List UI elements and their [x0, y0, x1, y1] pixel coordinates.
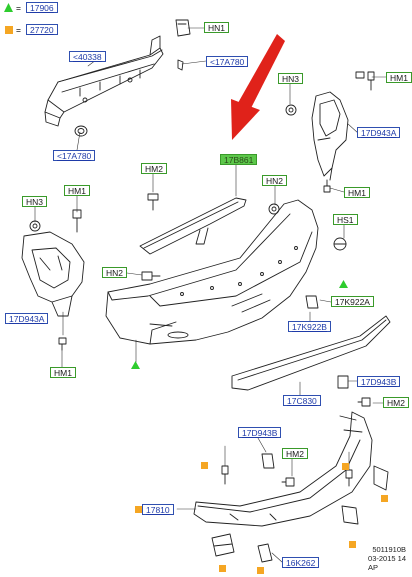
reference-number: 5011910B: [372, 545, 406, 554]
label-17d943a-left[interactable]: 17D943A: [5, 313, 49, 324]
label-hn1-top[interactable]: HN1: [204, 22, 230, 33]
hm2-screw-center: [281, 477, 295, 487]
hm1-screw-left-top: [72, 209, 82, 233]
hm1-screw-left-bottom: [58, 337, 67, 351]
17d943b-clip-center: [261, 453, 275, 469]
grommet: [74, 125, 88, 137]
label-16k262[interactable]: 16K262: [282, 557, 320, 568]
hm2-screw-top: [147, 193, 159, 211]
orange-square-icon: [219, 565, 226, 572]
reference-block: 5011910B 03-2015 14 AP: [368, 545, 406, 572]
green-triangle-icon: [339, 280, 348, 288]
17d943b-clip-right: [337, 375, 349, 389]
green-triangle-icon: [131, 361, 140, 369]
label-hs1[interactable]: HS1: [333, 214, 358, 225]
legend-code-27720[interactable]: 27720: [26, 24, 58, 35]
orange-square-icon: [201, 462, 208, 469]
hs1-clip: [333, 237, 347, 251]
label-17k922a[interactable]: 17K922A: [331, 296, 374, 307]
hn2-nut-left: [141, 271, 161, 281]
label-hn2-left[interactable]: HN2: [102, 267, 128, 278]
hm1-screw-right-top: [367, 71, 375, 91]
legend-code-17906[interactable]: 17906: [26, 2, 58, 13]
orange-square-icon: [257, 567, 264, 574]
label-17k922b[interactable]: 17K922B: [288, 321, 331, 332]
label-hm2-top[interactable]: HM2: [141, 163, 167, 174]
screw-valance-right: [345, 469, 353, 487]
label-17810[interactable]: 17810: [142, 504, 174, 515]
green-triangle-icon: [4, 3, 13, 12]
17k922a-clip: [305, 295, 319, 309]
label-hn3-right[interactable]: HN3: [278, 73, 304, 84]
label-hn3-left[interactable]: HN3: [22, 196, 48, 207]
orange-square-icon: [5, 26, 13, 34]
orange-square-icon: [135, 506, 142, 513]
legend-equals: =: [16, 25, 21, 35]
label-17a780-right[interactable]: <17A780: [206, 56, 249, 67]
label-hm1-left-top[interactable]: HM1: [64, 185, 90, 196]
label-hm1-left-bottom[interactable]: HM1: [50, 367, 76, 378]
reference-suffix: AP: [368, 563, 379, 572]
label-hm1-right-mid[interactable]: HM1: [344, 187, 370, 198]
screw-top-left: [355, 71, 365, 79]
screw-valance-left: [221, 465, 229, 485]
lower-diffuser-strip: [231, 315, 391, 391]
label-hn2-top[interactable]: HN2: [262, 175, 288, 186]
label-hm2-right[interactable]: HM2: [383, 397, 409, 408]
hn2-nut-top: [268, 203, 280, 215]
16k262-bracket-center: [257, 543, 273, 563]
upper-trim-strip: [139, 197, 247, 255]
label-17b861-selected[interactable]: 17B861: [220, 154, 258, 165]
label-17d943a-right[interactable]: 17D943A: [357, 127, 401, 138]
bumper-bracket-left: [21, 231, 85, 317]
label-17a780-left[interactable]: <17A780: [53, 150, 96, 161]
label-17d943b-right[interactable]: 17D943B: [357, 376, 401, 387]
lower-valance: [193, 411, 373, 527]
reinforcement-beam: [44, 35, 164, 127]
label-17c830[interactable]: 17C830: [283, 395, 321, 406]
small-screw-top: [177, 59, 184, 71]
label-hm2-center[interactable]: HM2: [282, 448, 308, 459]
label-40338[interactable]: <40338: [69, 51, 106, 62]
leader-lines: [34, 27, 387, 563]
orange-square-icon: [349, 541, 356, 548]
hm2-screw-right: [357, 397, 371, 407]
orange-square-icon: [381, 495, 388, 502]
bumper-cover: [105, 199, 319, 345]
16k262-bracket-right: [341, 505, 359, 525]
hn3-nut-left: [29, 220, 41, 232]
pointer-arrow: [231, 34, 285, 140]
label-17d943b-center[interactable]: 17D943B: [238, 427, 282, 438]
orange-square-icon: [342, 463, 349, 470]
reference-date: 03-2015 14: [368, 554, 406, 563]
bracket-far-right: [373, 465, 389, 491]
hn3-nut-right: [285, 104, 297, 116]
legend-equals: =: [16, 3, 21, 13]
bumper-bracket-right: [311, 91, 349, 181]
hn1-clip-top: [175, 19, 191, 37]
hm1-screw-right-mid: [323, 179, 331, 193]
label-hm1-right-top[interactable]: HM1: [386, 72, 412, 83]
16k262-bracket-left: [211, 533, 235, 557]
